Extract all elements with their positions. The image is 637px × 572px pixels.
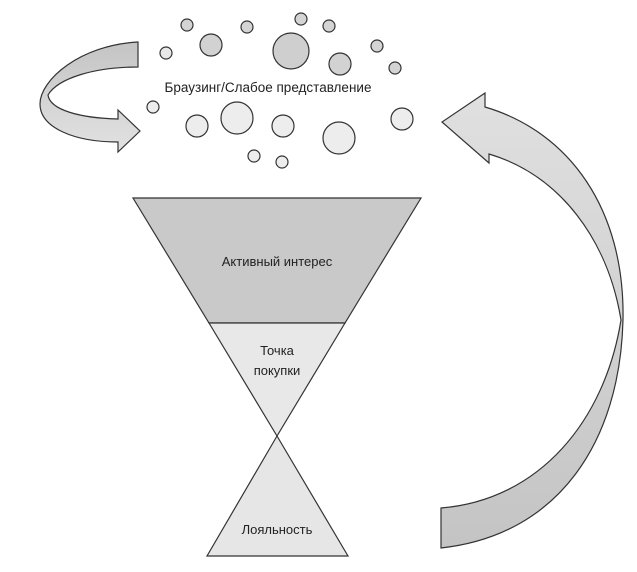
bubble bbox=[185, 114, 209, 138]
browsing-loop-arrow bbox=[39, 41, 141, 154]
loyalty-stage bbox=[205, 434, 350, 557]
bubble bbox=[159, 46, 173, 60]
active-interest-label: Активный интерес bbox=[222, 254, 333, 269]
bubble-cloud bbox=[146, 12, 414, 169]
bubble bbox=[271, 114, 295, 138]
bubble bbox=[294, 12, 308, 26]
bubble bbox=[328, 52, 352, 76]
point-of-purchase-label-line2: покупки bbox=[254, 363, 301, 378]
bubble bbox=[275, 155, 289, 169]
loyalty-label: Лояльность bbox=[242, 522, 313, 537]
bubble bbox=[272, 32, 310, 70]
bubble bbox=[322, 19, 336, 33]
bubble bbox=[322, 121, 356, 155]
bubble bbox=[220, 101, 254, 135]
browsing-label: Браузинг/Слабое представление bbox=[165, 80, 372, 95]
bubble bbox=[199, 33, 223, 57]
bubble bbox=[180, 18, 194, 32]
bubble bbox=[146, 100, 160, 114]
point-of-purchase-stage bbox=[207, 322, 347, 438]
bubble bbox=[390, 107, 414, 131]
bubble bbox=[388, 61, 402, 75]
point-of-purchase-label-line1: Точка bbox=[260, 343, 295, 358]
bubble bbox=[370, 39, 384, 53]
bubble bbox=[240, 20, 254, 34]
loyalty-return-arrow bbox=[440, 91, 624, 549]
bubble bbox=[247, 149, 261, 163]
